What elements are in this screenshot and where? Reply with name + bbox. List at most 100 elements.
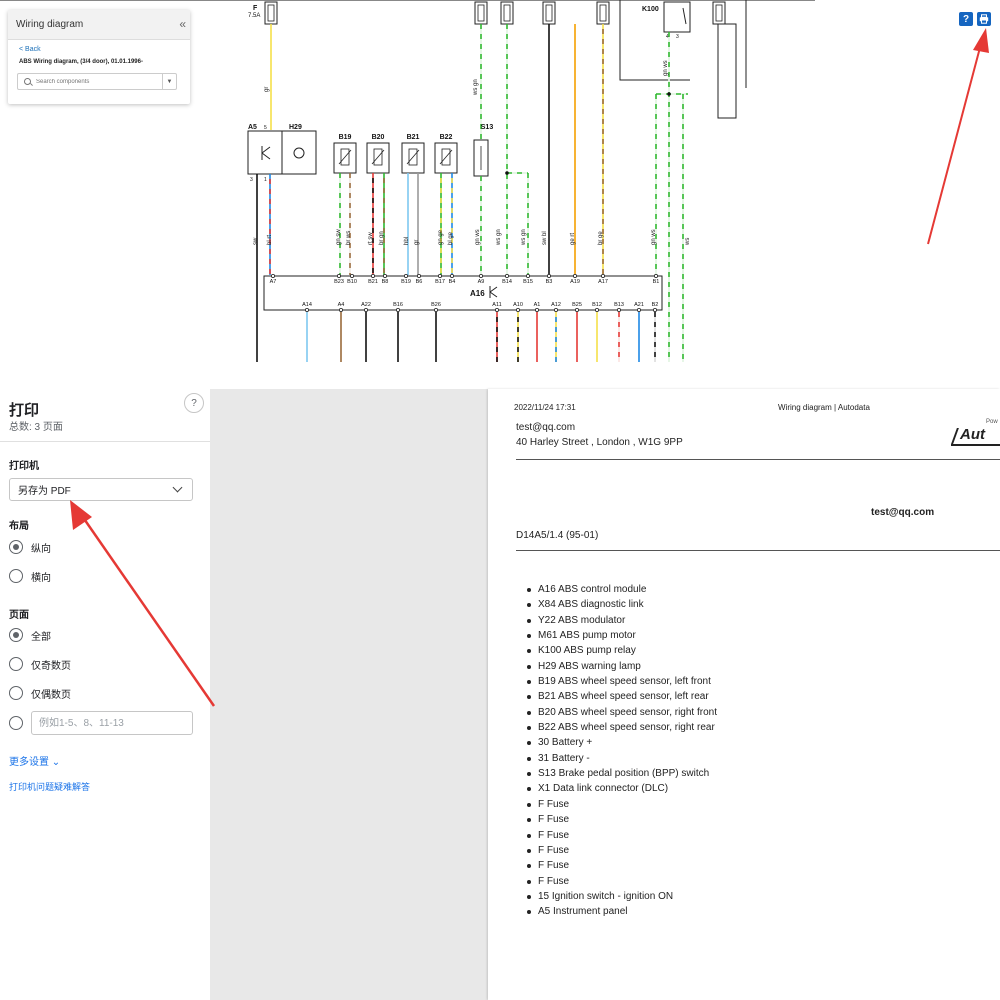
collapse-panel-icon[interactable]: «	[179, 17, 186, 31]
module-pin-label: A14	[302, 302, 312, 308]
pages-all-radio[interactable]: 全部	[9, 628, 51, 643]
connector-symbol	[545, 4, 553, 22]
panel-header: Wiring diagram «	[8, 10, 190, 40]
module-pin	[554, 307, 559, 312]
print-help-button[interactable]: ?	[184, 393, 204, 413]
page-email: test@qq.com	[516, 422, 576, 433]
a5-pin: 1	[264, 177, 267, 183]
powered-by-text: Pow	[986, 419, 998, 425]
connector-symbol	[599, 4, 607, 22]
legend-item: 30 Battery +	[527, 735, 717, 750]
transistor-symbol	[261, 146, 271, 160]
module-pin	[437, 273, 442, 278]
module-pin-label: B15	[523, 279, 533, 285]
legend-item: 31 Battery -	[527, 751, 717, 766]
wire-color-label: gn sw	[336, 229, 342, 245]
module-pin	[504, 273, 509, 278]
page-user: test@qq.com	[871, 507, 935, 518]
wire-color-label: ws	[685, 238, 691, 246]
chevron-down-icon[interactable]: ▼	[162, 74, 176, 89]
module-pin	[370, 273, 375, 278]
module-pin	[433, 307, 438, 312]
wire-color-label: gn ge	[438, 229, 444, 245]
wiring-side-panel: Wiring diagram « < Back ABS Wiring diagr…	[8, 10, 190, 104]
radio-unchecked[interactable]	[9, 569, 23, 583]
sensor-symbol	[340, 148, 350, 166]
more-settings-link[interactable]: 更多设置 ⌄	[9, 757, 61, 768]
print-button[interactable]	[977, 12, 991, 26]
transistor-symbol	[489, 286, 498, 298]
legend-item: S13 Brake pedal position (BPP) switch	[527, 766, 717, 781]
custom-pages-input[interactable]	[31, 711, 193, 735]
module-pin-label: B14	[502, 279, 512, 285]
wire-color-label: rt sw	[368, 232, 374, 245]
diagram-title: ABS Wiring diagram, (3/4 door), 01.01.19…	[19, 59, 143, 65]
module-pin	[395, 307, 400, 312]
module-pin-label: B12	[592, 302, 602, 308]
a5-label: A5	[248, 124, 257, 131]
diagram-frame-line	[0, 0, 815, 1]
radio-unchecked[interactable]	[9, 686, 23, 700]
autodata-logo: Aut	[951, 426, 1000, 446]
module-pin	[573, 273, 578, 278]
legend-item: F Fuse	[527, 797, 717, 812]
layout-portrait-radio[interactable]: 纵向	[9, 540, 51, 555]
radio-label: 仅奇数页	[31, 660, 71, 672]
legend-item: M61 ABS pump motor	[527, 628, 717, 643]
legend-item: H29 ABS warning lamp	[527, 659, 717, 674]
module-pin	[653, 307, 658, 312]
module-pin	[349, 273, 354, 278]
a5-pin: 3	[250, 177, 253, 183]
module-pin-label: B10	[347, 279, 357, 285]
legend-item: X1 Data link connector (DLC)	[527, 781, 717, 796]
pages-even-radio[interactable]: 仅偶数页	[9, 686, 71, 701]
printer-label: 打印机	[9, 461, 39, 472]
connector-symbol	[477, 4, 485, 22]
legend-item: A5 Instrument panel	[527, 904, 717, 919]
layout-landscape-radio[interactable]: 横向	[9, 569, 51, 584]
module-pin-label: A17	[598, 279, 608, 285]
pages-custom-radio[interactable]	[9, 716, 23, 730]
module-pin	[336, 273, 341, 278]
radio-unchecked[interactable]	[9, 657, 23, 671]
back-link[interactable]: < Back	[19, 46, 41, 53]
search-icon	[24, 78, 31, 85]
wire-color-label: bl rt	[267, 235, 273, 245]
printer-icon	[979, 14, 989, 24]
print-preview-page: 2022/11/24 17:31 Wiring diagram | Autoda…	[488, 389, 1000, 1000]
module-pin-label: A11	[492, 302, 501, 308]
printer-select[interactable]: 另存为 PDF	[9, 478, 193, 501]
radio-checked[interactable]	[9, 628, 23, 642]
sensor-label: S13	[481, 124, 494, 131]
pages-odd-radio[interactable]: 仅奇数页	[9, 657, 71, 672]
wire-color-label: ge rt	[570, 233, 576, 245]
module-pin-label: A10	[513, 302, 523, 308]
wire-color-label: br ge	[598, 231, 604, 245]
print-title: 打印	[9, 402, 40, 419]
radio-unchecked[interactable]	[9, 716, 23, 730]
radio-checked[interactable]	[9, 540, 23, 554]
module-pin	[494, 307, 499, 312]
layout-label: 布局	[9, 521, 29, 532]
preview-background	[210, 389, 488, 1000]
search-input[interactable]	[36, 78, 156, 85]
module-pin-label: B23	[334, 279, 344, 285]
module-pin-label: B8	[382, 279, 389, 285]
radio-label: 纵向	[31, 543, 51, 555]
relay-pin: 3	[676, 34, 679, 40]
sensor-symbol	[373, 148, 383, 166]
module-pin-label: B6	[416, 279, 423, 285]
legend-item: F Fuse	[527, 874, 717, 889]
legend-item: A16 ABS control module	[527, 582, 717, 597]
wire-color-label: hbl	[404, 237, 410, 245]
legend-item: F Fuse	[527, 812, 717, 827]
radio-label: 仅偶数页	[31, 689, 71, 701]
divider	[516, 550, 1000, 551]
help-button[interactable]: ?	[959, 12, 973, 26]
printer-troubleshoot-link[interactable]: 打印机问题疑难解答	[9, 782, 91, 792]
frame-line	[717, 23, 737, 119]
sensor-symbol	[434, 142, 458, 174]
component-search[interactable]: ▼	[17, 73, 177, 90]
printer-value: 另存为 PDF	[18, 486, 71, 497]
